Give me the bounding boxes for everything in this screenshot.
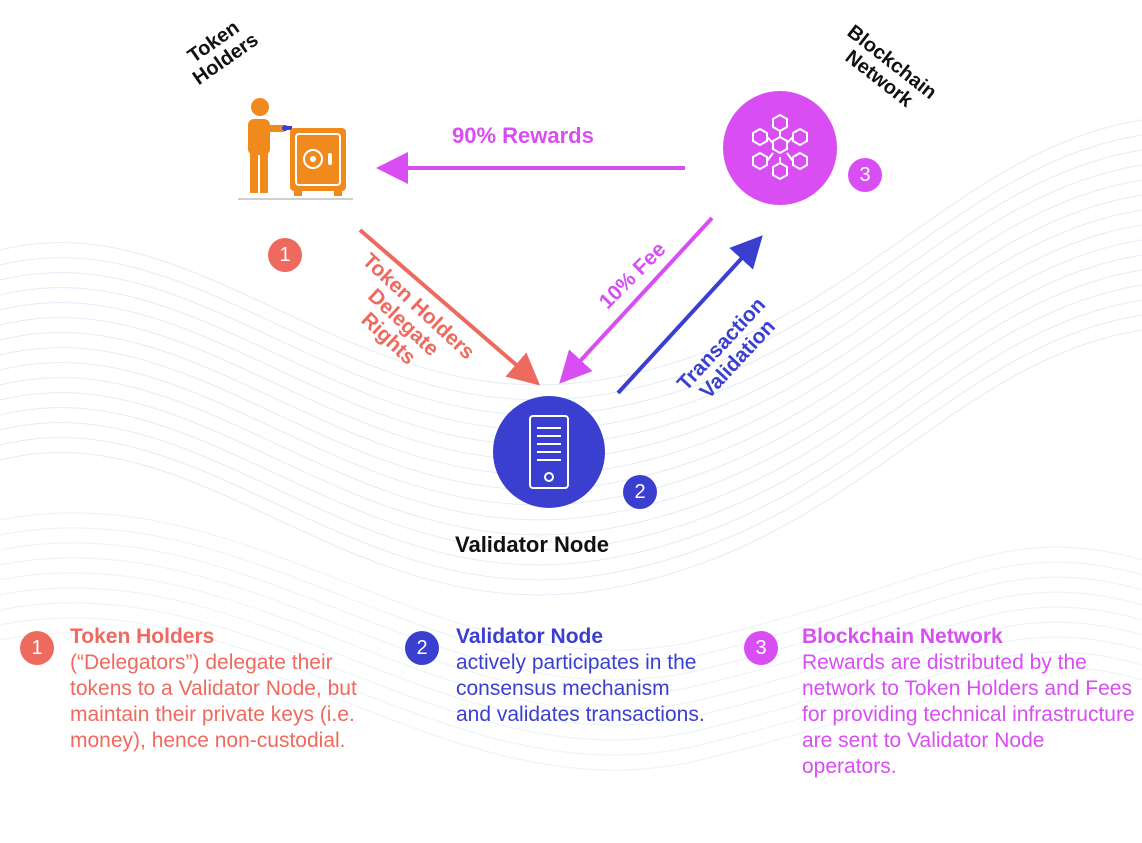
- column-token-holders: Token Holders (“Delegators”) delegate th…: [70, 624, 370, 754]
- column-token-holders-title: Token Holders: [70, 625, 215, 648]
- column-validator-node-text: actively participates in the consensus m…: [456, 651, 705, 726]
- column-three-badge: 3: [744, 631, 778, 665]
- badge-three: 3: [848, 158, 882, 192]
- validation-arrow: [616, 235, 763, 395]
- rewards-label: 90% Rewards: [452, 123, 594, 148]
- badge-two: 2: [623, 475, 657, 509]
- blockchain-network-node: [723, 91, 837, 205]
- column-one-badge: 1: [20, 631, 54, 665]
- person-with-safe-icon: [238, 98, 353, 200]
- column-blockchain-network: Blockchain Network Rewards are distribut…: [802, 624, 1137, 780]
- column-blockchain-network-title: Blockchain Network: [802, 625, 1003, 648]
- column-token-holders-text: (“Delegators”) delegate their tokens to …: [70, 651, 357, 752]
- server-icon: [529, 415, 569, 489]
- column-two-badge: 2: [405, 631, 439, 665]
- column-blockchain-network-text: Rewards are distributed by the network t…: [802, 651, 1135, 778]
- fee-arrow: [559, 216, 714, 384]
- badge-one: 1: [268, 238, 302, 272]
- blockchain-cubes-icon: [752, 113, 808, 181]
- delegate-arrow: [358, 228, 541, 386]
- column-validator-node: Validator Node actively participates in …: [456, 624, 706, 728]
- validator-node-label: Validator Node: [455, 532, 610, 557]
- column-validator-node-title: Validator Node: [456, 625, 604, 648]
